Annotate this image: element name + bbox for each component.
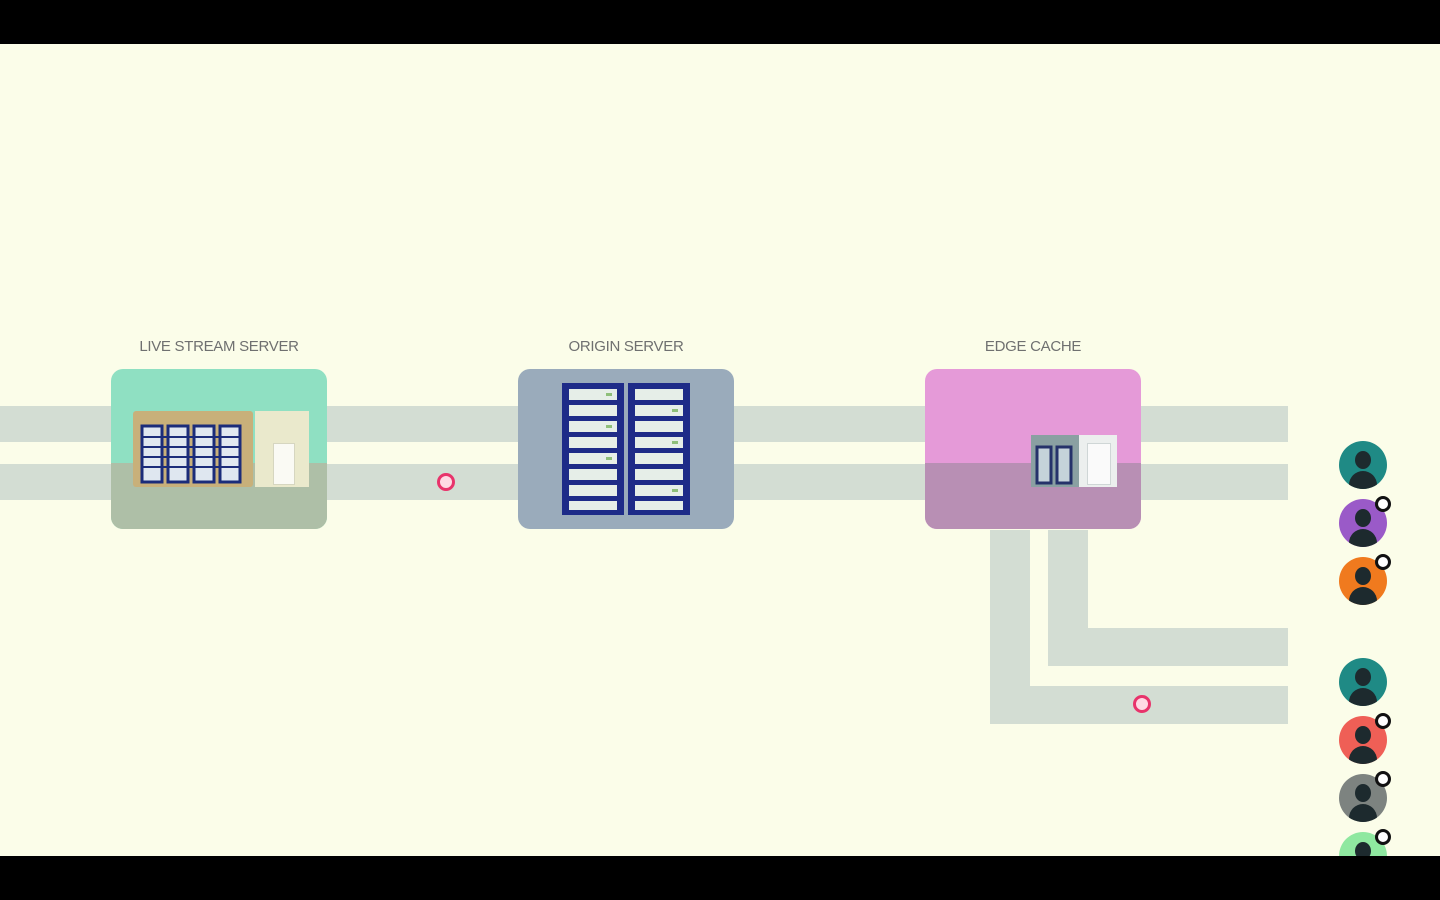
viewer-avatar[interactable] <box>1339 557 1387 605</box>
origin-server-label: ORIGIN SERVER <box>568 338 684 355</box>
origin-server[interactable] <box>518 369 734 529</box>
viewer-avatar[interactable] <box>1339 441 1387 489</box>
live-stream-server-label: LIVE STREAM SERVER <box>139 338 299 355</box>
viewer-badge-icon <box>1375 496 1391 512</box>
viewer-badge-icon <box>1375 771 1391 787</box>
data-packet <box>437 473 455 491</box>
letterbox-bottom <box>0 856 1440 900</box>
pipe-upper-segment-4 <box>1140 406 1288 442</box>
pipe-lower-segment-4 <box>1140 464 1288 500</box>
person-icon <box>1355 842 1371 856</box>
viewer-avatar[interactable] <box>1339 499 1387 547</box>
viewer-badge-icon <box>1375 554 1391 570</box>
viewer-badge-icon <box>1375 829 1391 845</box>
live-stream-server[interactable] <box>111 369 327 529</box>
mini-server-rack-icon <box>1031 435 1079 487</box>
cdn-diagram-stage: LIVE STREAM SERVER ORIGIN SERVER <box>0 44 1440 856</box>
pipe-upper-segment-3 <box>734 406 928 442</box>
pipe-lower-segment-2 <box>326 464 520 500</box>
person-icon <box>1355 726 1371 744</box>
person-icon <box>1355 567 1371 585</box>
server-cabinet-icon <box>562 383 690 515</box>
pipe-lower-segment-3 <box>734 464 928 500</box>
letterbox-top <box>0 0 1440 44</box>
person-icon <box>1355 509 1371 527</box>
door-icon <box>1087 443 1111 485</box>
pipe-lower-segment-1 <box>0 464 112 500</box>
viewer-avatar[interactable] <box>1339 658 1387 706</box>
door-icon <box>273 443 295 485</box>
person-icon <box>1355 451 1371 469</box>
door-panel <box>255 411 309 487</box>
edge-cache-label: EDGE CACHE <box>984 338 1082 355</box>
pipe-branch-inner-horizontal <box>1048 628 1288 666</box>
viewer-badge-icon <box>1375 713 1391 729</box>
pipe-upper-segment-2 <box>326 406 520 442</box>
edge-cache[interactable] <box>925 369 1141 529</box>
person-icon <box>1355 784 1371 802</box>
door-panel <box>1079 435 1117 487</box>
server-rack-icon <box>140 424 242 484</box>
pipe-upper-segment-1 <box>0 406 112 442</box>
person-icon <box>1355 668 1371 686</box>
data-packet <box>1133 695 1151 713</box>
